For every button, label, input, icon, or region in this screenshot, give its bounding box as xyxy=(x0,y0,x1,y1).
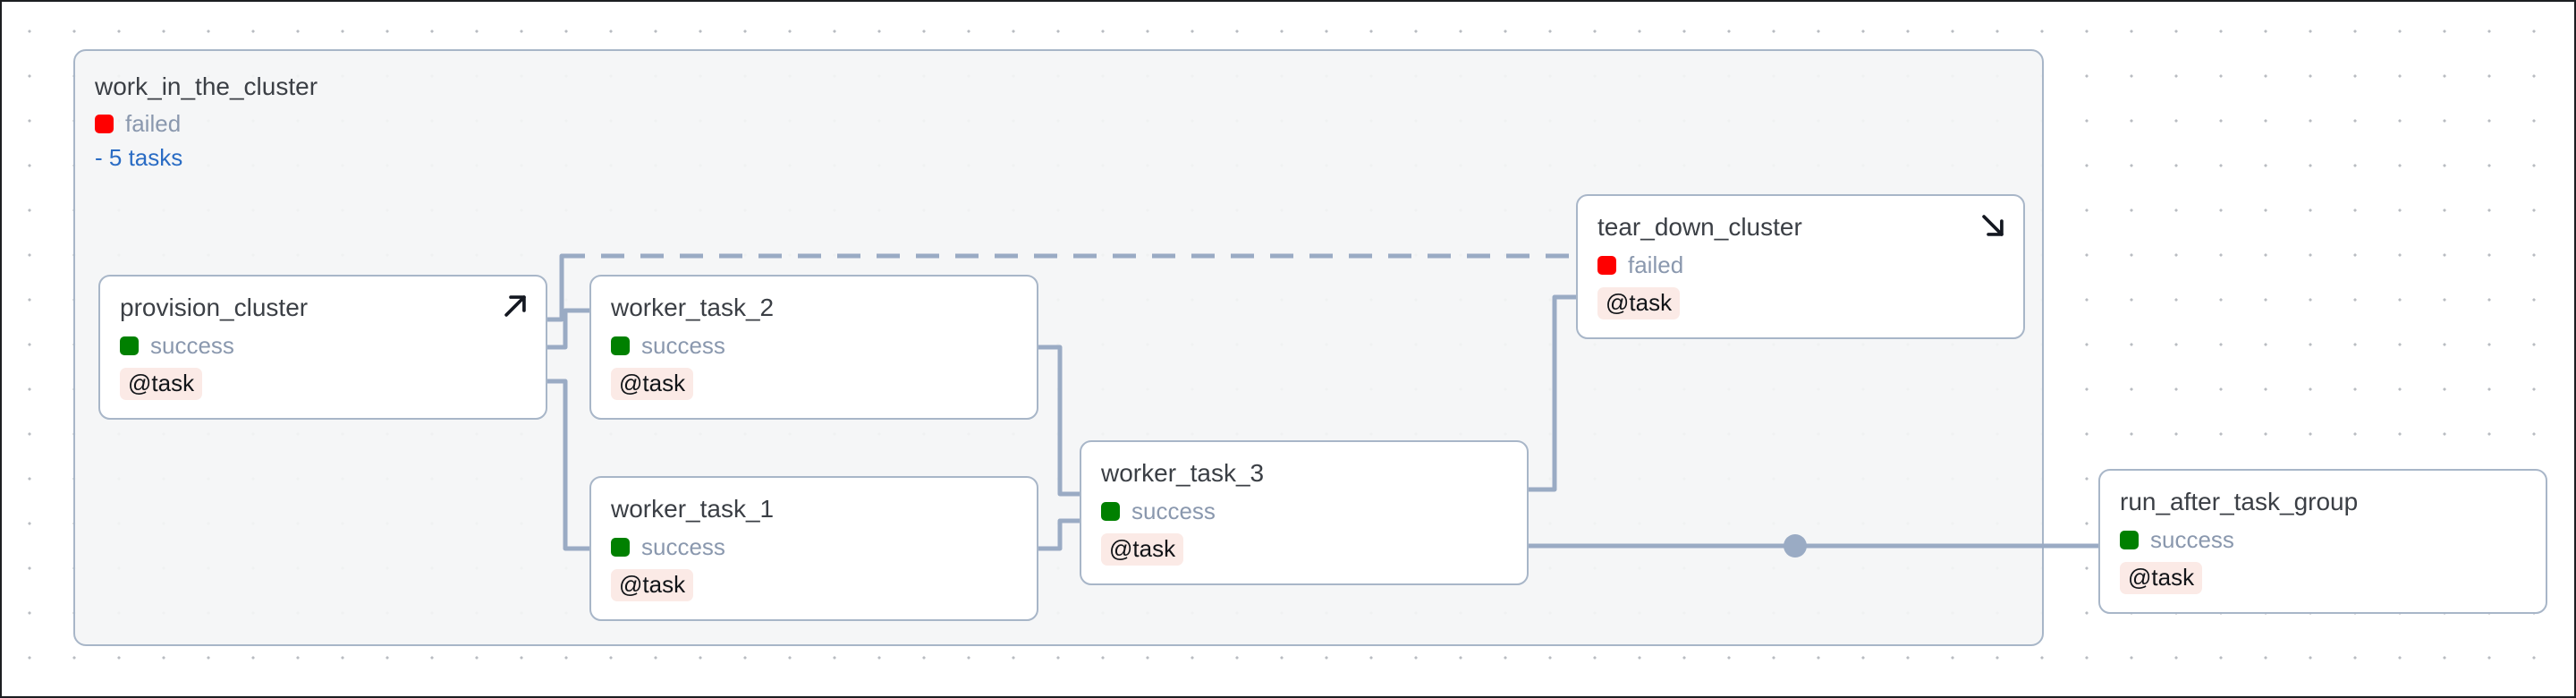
node-operator-badge: @task xyxy=(1597,286,1681,320)
status-square-success xyxy=(611,336,630,355)
node-operator-badge: @task xyxy=(1101,532,1184,566)
node-tear-down-cluster[interactable]: tear_down_cluster failed @task xyxy=(1576,194,2025,339)
node-status-label: failed xyxy=(1628,251,1684,278)
node-status-row: success xyxy=(120,332,526,360)
node-title: provision_cluster xyxy=(120,294,309,321)
node-operator-badge: @task xyxy=(2120,561,2203,595)
node-operator-badge: @task xyxy=(611,367,694,401)
node-title: worker_task_1 xyxy=(611,495,775,523)
node-provision-cluster[interactable]: provision_cluster success @task xyxy=(98,275,547,420)
node-status-label: success xyxy=(150,331,234,359)
status-square-success xyxy=(611,537,630,557)
status-square-failed xyxy=(1597,255,1616,275)
node-status-row: success xyxy=(611,533,1017,561)
node-status-row: success xyxy=(611,332,1017,360)
node-status-label: success xyxy=(641,331,725,359)
node-worker-task-1[interactable]: worker_task_1 success @task xyxy=(589,476,1038,621)
node-operator-badge: @task xyxy=(611,568,694,602)
task-group-status-label: failed xyxy=(125,110,182,137)
node-status-row: success xyxy=(2120,526,2526,554)
node-status-label: success xyxy=(1131,497,1216,524)
node-run-after-task-group[interactable]: run_after_task_group success @task xyxy=(2098,469,2547,614)
status-square-success xyxy=(1101,501,1120,521)
status-square-success xyxy=(120,336,139,355)
node-title: worker_task_2 xyxy=(611,294,775,321)
node-status-row: failed xyxy=(1597,251,2004,279)
task-group-title: work_in_the_cluster xyxy=(95,72,318,100)
arrow-down-right-icon[interactable] xyxy=(1978,210,2008,241)
task-group-header: work_in_the_cluster failed - 5 tasks xyxy=(95,71,318,172)
arrow-up-right-icon[interactable] xyxy=(500,291,530,321)
node-status-label: success xyxy=(641,532,725,560)
node-title: run_after_task_group xyxy=(2120,488,2359,515)
node-status-label: success xyxy=(2150,525,2234,553)
task-group-tasks-toggle[interactable]: - 5 tasks xyxy=(95,144,183,171)
task-group-status-row: failed xyxy=(95,110,318,138)
node-status-row: success xyxy=(1101,498,1507,525)
status-square-success xyxy=(2120,530,2139,549)
node-operator-badge: @task xyxy=(120,367,203,401)
node-worker-task-3[interactable]: worker_task_3 success @task xyxy=(1080,440,1529,585)
node-worker-task-2[interactable]: worker_task_2 success @task xyxy=(589,275,1038,420)
task-group-status-square xyxy=(95,115,114,133)
node-title: worker_task_3 xyxy=(1101,459,1265,487)
node-title: tear_down_cluster xyxy=(1597,213,1802,241)
